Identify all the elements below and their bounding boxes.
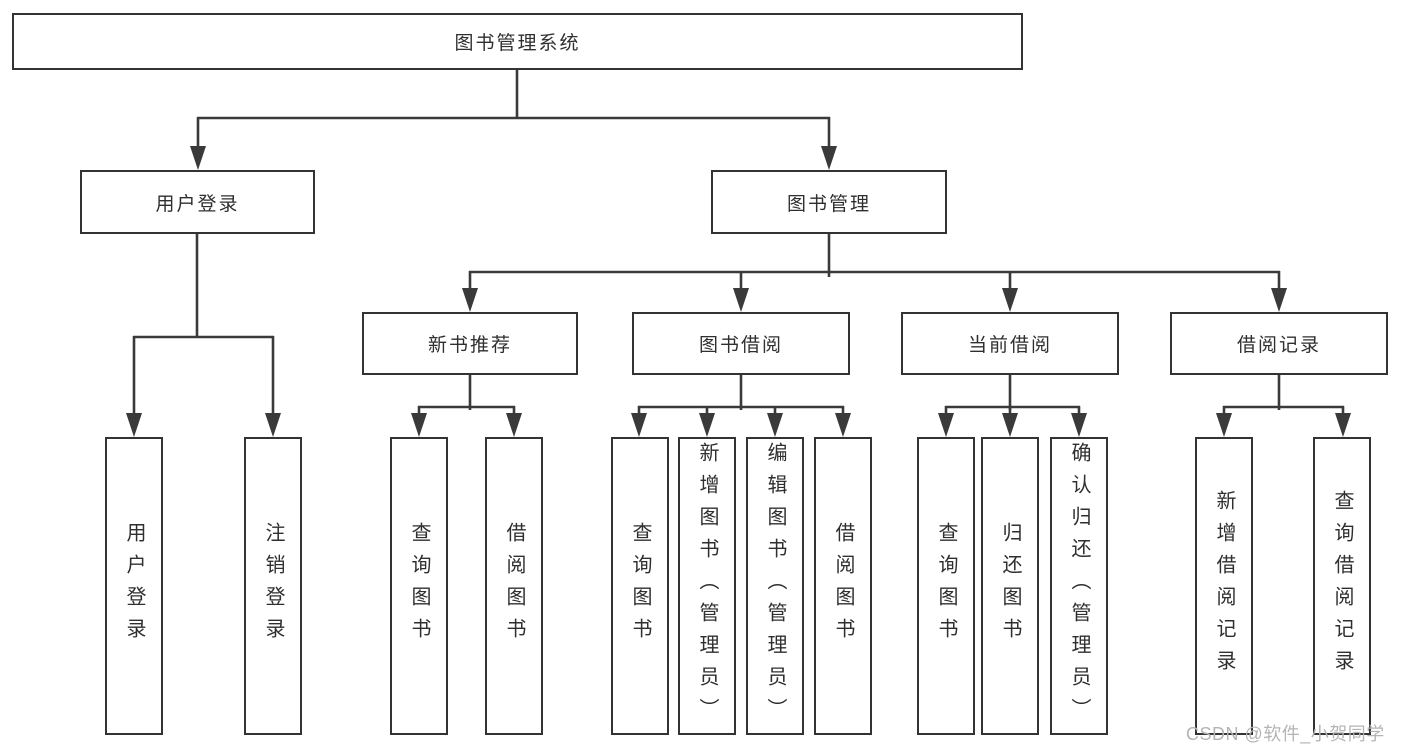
node-label: 编辑图书（管理员） [764, 442, 786, 730]
node-book-borrowing: 图书借阅 [632, 312, 850, 375]
node-label: 借阅图书 [832, 522, 854, 650]
node-label: 新书推荐 [427, 335, 512, 356]
node-label: 新增借阅记录 [1213, 490, 1235, 682]
node-label: 图书管理 [786, 193, 871, 215]
node-label: 查询图书 [629, 522, 651, 650]
node-leaf-user-login: 用户登录 [105, 437, 163, 735]
node-leaf-edit-books-admin: 编辑图书（管理员） [746, 437, 804, 735]
node-label: 图书借阅 [698, 335, 783, 356]
node-library-management-system: 图书管理系统 [12, 13, 1023, 70]
node-label: 用户登录 [155, 193, 240, 215]
node-new-book-recommendation: 新书推荐 [362, 312, 578, 375]
node-book-management: 图书管理 [711, 170, 947, 234]
node-leaf-logout: 注销登录 [244, 437, 302, 735]
node-leaf-borrow-books-recommend: 借阅图书 [485, 437, 543, 735]
node-leaf-borrow-books: 借阅图书 [814, 437, 872, 735]
node-leaf-query-books-current: 查询图书 [917, 437, 975, 735]
node-label: 查询图书 [408, 522, 430, 650]
node-label: 新增图书（管理员） [696, 442, 718, 730]
node-label: 用户登录 [123, 522, 145, 650]
node-label: 图书管理系统 [454, 33, 581, 54]
node-label: 注销登录 [262, 522, 284, 650]
node-leaf-query-books-borrow: 查询图书 [611, 437, 669, 735]
node-leaf-query-books-recommend: 查询图书 [390, 437, 448, 735]
node-label: 当前借阅 [967, 335, 1052, 356]
node-label: 确认归还（管理员） [1068, 442, 1090, 730]
node-label: 归还图书 [999, 522, 1021, 650]
node-borrowing-records: 借阅记录 [1170, 312, 1388, 375]
watermark: CSDN @软件_小贺同学 [1186, 724, 1385, 744]
node-leaf-add-borrow-record: 新增借阅记录 [1195, 437, 1253, 735]
node-label: 查询图书 [935, 522, 957, 650]
node-leaf-add-books-admin: 新增图书（管理员） [678, 437, 736, 735]
node-label: 查询借阅记录 [1331, 490, 1353, 682]
node-leaf-query-borrow-record: 查询借阅记录 [1313, 437, 1371, 735]
node-user-login: 用户登录 [80, 170, 315, 234]
node-label: 借阅记录 [1236, 335, 1321, 356]
node-current-borrowing: 当前借阅 [901, 312, 1119, 375]
node-leaf-confirm-return-admin: 确认归还（管理员） [1050, 437, 1108, 735]
node-label: 借阅图书 [503, 522, 525, 650]
node-leaf-return-books: 归还图书 [981, 437, 1039, 735]
